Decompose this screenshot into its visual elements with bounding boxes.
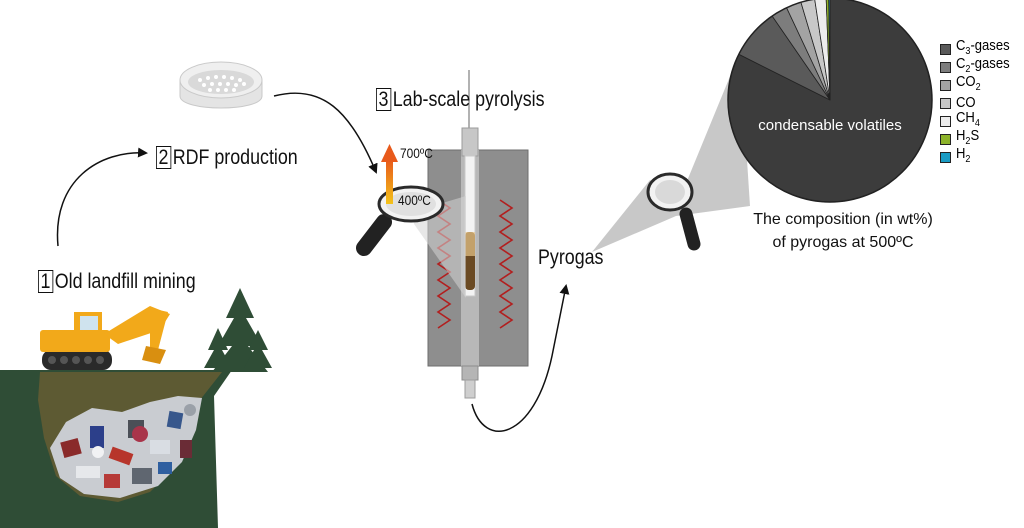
legend-label: H2 (956, 146, 971, 165)
pie-center-label: condensable volatiles (758, 117, 902, 134)
legend-swatch (940, 115, 951, 127)
temperature-magnifier (356, 144, 466, 298)
step-2-number: 2 (156, 146, 172, 169)
step-1-number: 1 (38, 270, 54, 293)
temperature-arrow (386, 160, 393, 204)
legend-swatch (940, 43, 951, 55)
step-1-text: Old landfill mining (54, 270, 196, 293)
legend-label: CH4 (956, 110, 980, 129)
step-3-number: 3 (376, 88, 392, 111)
landfill-ground (0, 370, 232, 528)
legend-item: C3-gases (940, 38, 1016, 58)
legend-label: CO2 (956, 74, 981, 93)
pie-slice-h2 (828, 0, 831, 101)
arrow-rdf-to-pyrolysis (273, 92, 378, 174)
forest-trees (204, 288, 272, 372)
step-2-text: RDF production (172, 146, 298, 169)
pyrogas-label: Pyrogas (538, 246, 604, 269)
step-3-text: Lab-scale pyrolysis (392, 88, 545, 111)
caption-line-2: of pyrogas at 500ºC (772, 234, 914, 251)
pie-slice-ch4 (814, 0, 831, 101)
legend-item: C2-gases (940, 56, 1016, 76)
caption-line-1: The composition (in wt%) (753, 211, 933, 228)
legend-item: H2 (940, 146, 1016, 166)
legend-swatch (940, 133, 951, 145)
legend-label: CO (956, 95, 976, 111)
legend-item: CO2 (940, 74, 1016, 94)
sieve-icon (179, 61, 263, 109)
legend-label: C3-gases (956, 38, 1010, 57)
pie-outline (727, 0, 933, 203)
waste-debris (60, 404, 196, 488)
legend-swatch (940, 79, 951, 91)
legend-item: CH4 (940, 110, 1016, 130)
temperature-low: 400ºC (398, 192, 431, 208)
legend-label: H2S (956, 128, 980, 147)
arrow-reactor-to-pyrogas (471, 284, 570, 432)
pyrogas-composition-pie (727, 0, 933, 203)
arrow-landfill-to-rdf (56, 147, 148, 247)
legend-swatch (940, 151, 951, 163)
legend-item: CO (940, 94, 1016, 112)
legend-swatch (940, 61, 951, 73)
excavator (40, 306, 170, 370)
legend-swatch (940, 97, 951, 109)
legend-item: H2S (940, 128, 1016, 148)
temperature-high: 700ºC (400, 145, 433, 161)
pie-caption: The composition (in wt%) of pyrogas at 5… (748, 208, 938, 254)
legend-label: C2-gases (956, 56, 1010, 75)
pie-zoom-magnifier (592, 52, 750, 252)
heating-coil-right (498, 199, 514, 329)
